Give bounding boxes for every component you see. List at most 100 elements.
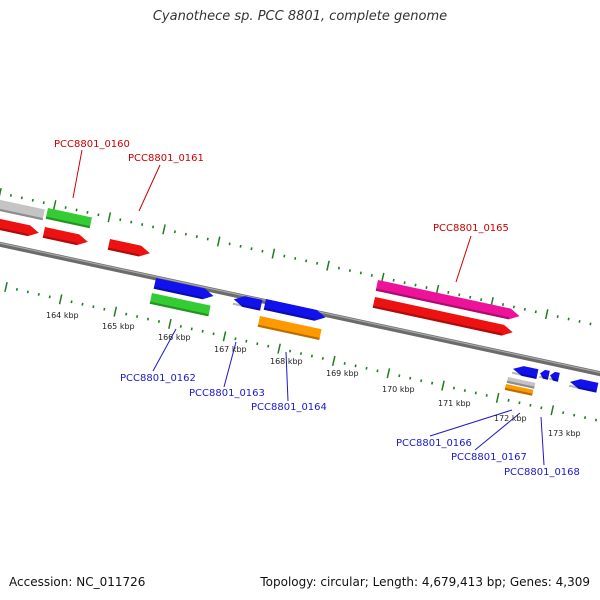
leader-pcc8801-0165 <box>455 235 472 283</box>
lower-track-minor-tick <box>562 411 565 415</box>
gene-blue-d-body <box>540 369 550 380</box>
gene-label-pcc8801-0163[interactable]: PCC8801_0163 <box>189 388 265 399</box>
lower-track-minor-tick <box>245 339 248 343</box>
gene-labels: PCC8801_0160 PCC8801_0161 PCC8801_0165 P… <box>54 139 580 478</box>
lower-track-major-tick <box>386 368 391 379</box>
gene-grey-upper-shade <box>0 207 44 221</box>
upper-track-minor-tick <box>556 315 559 319</box>
gene-label-pcc8801-0166[interactable]: PCC8801_0166 <box>396 438 472 449</box>
tick-label: 172 kbp <box>494 414 527 423</box>
gene-pcc8801-0161-body <box>107 239 150 257</box>
lower-track-minor-tick <box>365 366 368 370</box>
upper-track-minor-tick <box>64 206 67 209</box>
gene-pcc8801-0167-shade <box>504 387 533 396</box>
lower-track-major-tick <box>113 306 118 317</box>
gene-pcc8801-0166 <box>506 377 536 389</box>
lower-track-major-tick <box>168 318 172 330</box>
upper-track-minor-tick <box>501 303 505 306</box>
gene-blue-f <box>568 379 599 393</box>
gene-blue-d <box>539 369 550 380</box>
upper-track-minor-tick <box>250 247 253 251</box>
gene-label-pcc8801-0160[interactable]: PCC8801_0160 <box>54 139 130 150</box>
upper-track-minor-tick <box>578 320 581 323</box>
gene-blue-a-body <box>153 278 214 300</box>
gene-label-pcc8801-0167[interactable]: PCC8801_0167 <box>451 452 527 463</box>
tick-label: 164 kbp <box>46 311 79 320</box>
gene-blue-a-shade <box>153 286 204 300</box>
upper-track-major-tick <box>0 187 2 197</box>
lower-track-minor-tick <box>26 290 29 294</box>
upper-track-minor-tick <box>316 261 319 265</box>
gene-label-pcc8801-0165[interactable]: PCC8801_0165 <box>433 223 509 234</box>
upper-track-minor-tick <box>86 210 89 214</box>
upper-track-major-tick <box>544 309 549 320</box>
gene-pcc8801-0164 <box>257 316 322 341</box>
gene-blue-a <box>153 278 214 300</box>
tick-label: 171 kbp <box>438 399 471 408</box>
upper-track-minor-tick <box>567 317 570 321</box>
upper-track-minor-tick <box>119 218 122 222</box>
lower-track-minor-tick <box>409 376 412 380</box>
upper-track-minor-tick <box>447 290 450 294</box>
lower-track-major-tick <box>550 405 555 416</box>
tick-labels: 164 kbp 165 kbp 166 kbp 167 kbp 168 kbp … <box>46 311 581 438</box>
leader-pcc8801-0162 <box>152 328 177 372</box>
gene-blue-c-shade <box>511 371 537 380</box>
gene-red-upper-b <box>42 227 88 246</box>
upper-track-minor-tick <box>184 232 187 236</box>
tick-label: 167 kbp <box>214 345 247 354</box>
gene-blue-b-shade <box>263 307 315 321</box>
upper-track-minor-tick <box>337 266 341 270</box>
upper-track-minor-tick <box>414 283 417 287</box>
gene-red-upper-b-body <box>42 227 88 246</box>
lower-track-minor-tick <box>452 386 456 390</box>
gene-label-pcc8801-0164[interactable]: PCC8801_0164 <box>251 402 327 413</box>
lower-track-minor-tick <box>343 361 346 365</box>
gene-red-upper-c-body <box>372 297 513 336</box>
upper-track-minor-tick <box>305 259 308 263</box>
gene-blue-c-body <box>512 366 539 380</box>
gene-red-upper-c-shade <box>372 305 503 336</box>
upper-track-minor-tick <box>589 322 592 326</box>
lower-track-minor-tick <box>125 312 128 316</box>
upper-track-major-tick <box>107 212 112 223</box>
gene-pcc8801-0163-body <box>233 296 263 311</box>
upper-track-minor-tick <box>9 193 12 197</box>
lower-track-minor-tick <box>540 406 543 410</box>
gene-pcc8801-0165 <box>375 280 520 320</box>
lower-track-minor-tick <box>376 369 379 373</box>
upper-track-minor-tick <box>458 293 461 297</box>
gene-label-pcc8801-0161[interactable]: PCC8801_0161 <box>128 153 204 164</box>
gene-blue-e-body <box>550 371 560 382</box>
gene-blue-d-shade <box>539 375 549 380</box>
leader-pcc8801-0166 <box>429 409 513 437</box>
lower-track-minor-tick <box>146 317 150 321</box>
lower-track-minor-tick <box>354 364 357 368</box>
upper-track-minor-tick <box>534 310 537 314</box>
gene-label-pcc8801-0168[interactable]: PCC8801_0168 <box>504 467 580 478</box>
gene-pcc8801-0163 <box>232 296 263 311</box>
gene-blue-f-body <box>569 379 599 393</box>
gene-pcc8801-0166-shade <box>506 380 535 389</box>
upper-track-minor-tick <box>173 230 177 234</box>
gene-pcc8801-0160-body <box>45 208 92 229</box>
lower-track-minor-tick <box>92 305 95 309</box>
gene-pcc8801-0163-shade <box>232 302 261 311</box>
lower-track-minor-tick <box>179 324 182 328</box>
gene-pcc8801-0164-shade <box>257 324 320 341</box>
accession-text: Accession: NC_011726 <box>9 575 146 589</box>
gene-pcc8801-0162-body <box>149 293 211 317</box>
gene-red-upper-c <box>372 297 513 336</box>
gene-blue-e <box>549 371 560 382</box>
lower-track-minor-tick <box>201 329 204 333</box>
upper-track-minor-tick <box>392 278 395 282</box>
leader-pcc8801-0167 <box>474 412 521 451</box>
upper-track-minor-tick <box>206 237 209 241</box>
lower-track-minor-tick <box>518 401 521 405</box>
upper-track-minor-tick <box>195 235 198 239</box>
lower-track-minor-tick <box>321 357 324 360</box>
upper-track-minor-tick <box>239 244 242 248</box>
gene-label-pcc8801-0162[interactable]: PCC8801_0162 <box>120 373 196 384</box>
